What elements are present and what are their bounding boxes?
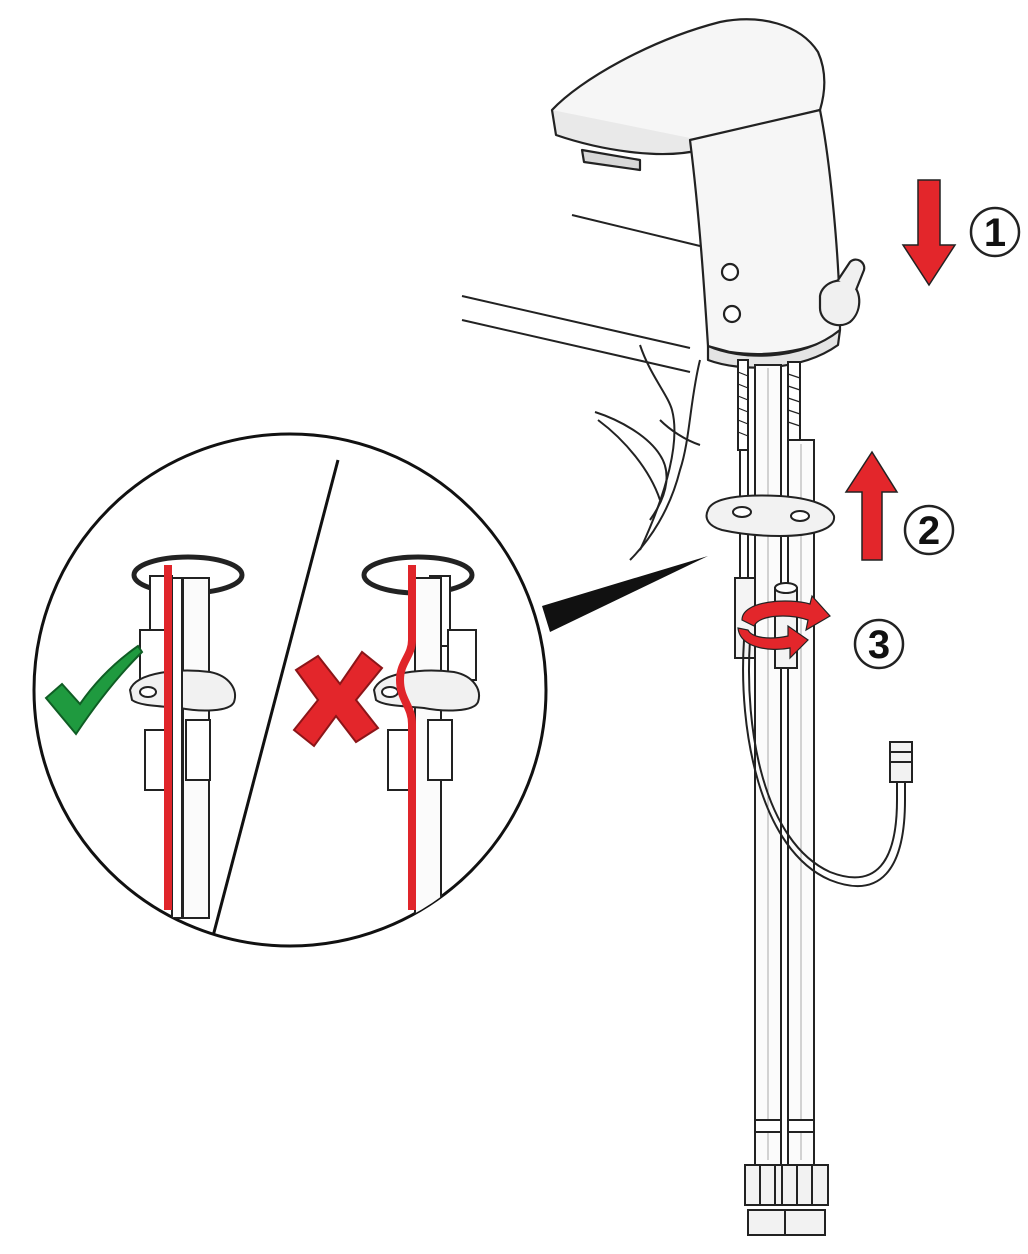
basin-outline xyxy=(461,214,701,561)
faucet-outlet xyxy=(580,148,642,172)
step-2-badge: 2 xyxy=(903,504,955,556)
hose-nut-left xyxy=(744,1164,791,1236)
temperature-knob xyxy=(818,258,866,327)
faucet-column xyxy=(688,108,842,355)
svg-text:1: 1 xyxy=(984,211,1006,255)
hose-nut-right xyxy=(781,1164,829,1236)
mounting-assembly xyxy=(705,359,836,1236)
svg-text:3: 3 xyxy=(868,623,890,667)
faucet-body xyxy=(550,18,866,369)
correct-installation xyxy=(44,554,245,919)
step-3-badge: 3 xyxy=(853,618,905,670)
step-3-rotate-arrow xyxy=(737,594,831,660)
comparison-divider xyxy=(210,459,340,941)
fixing-nut xyxy=(774,587,798,669)
step-1-arrow-down xyxy=(901,179,957,287)
sensor-cable-kinked xyxy=(395,565,416,910)
check-mark-icon xyxy=(44,644,144,736)
cross-mark-icon xyxy=(292,650,384,748)
sensor-cable xyxy=(742,639,913,887)
detail-callout xyxy=(32,432,708,948)
sensor-hole-bottom xyxy=(722,304,742,324)
step-2-arrow-up xyxy=(844,450,899,561)
sensor-hole-top xyxy=(720,262,740,282)
svg-text:2: 2 xyxy=(918,509,940,553)
step-1-badge: 1 xyxy=(969,206,1021,258)
incorrect-installation xyxy=(292,554,480,919)
horseshoe-washer xyxy=(705,494,836,538)
callout-pointer xyxy=(542,556,708,632)
